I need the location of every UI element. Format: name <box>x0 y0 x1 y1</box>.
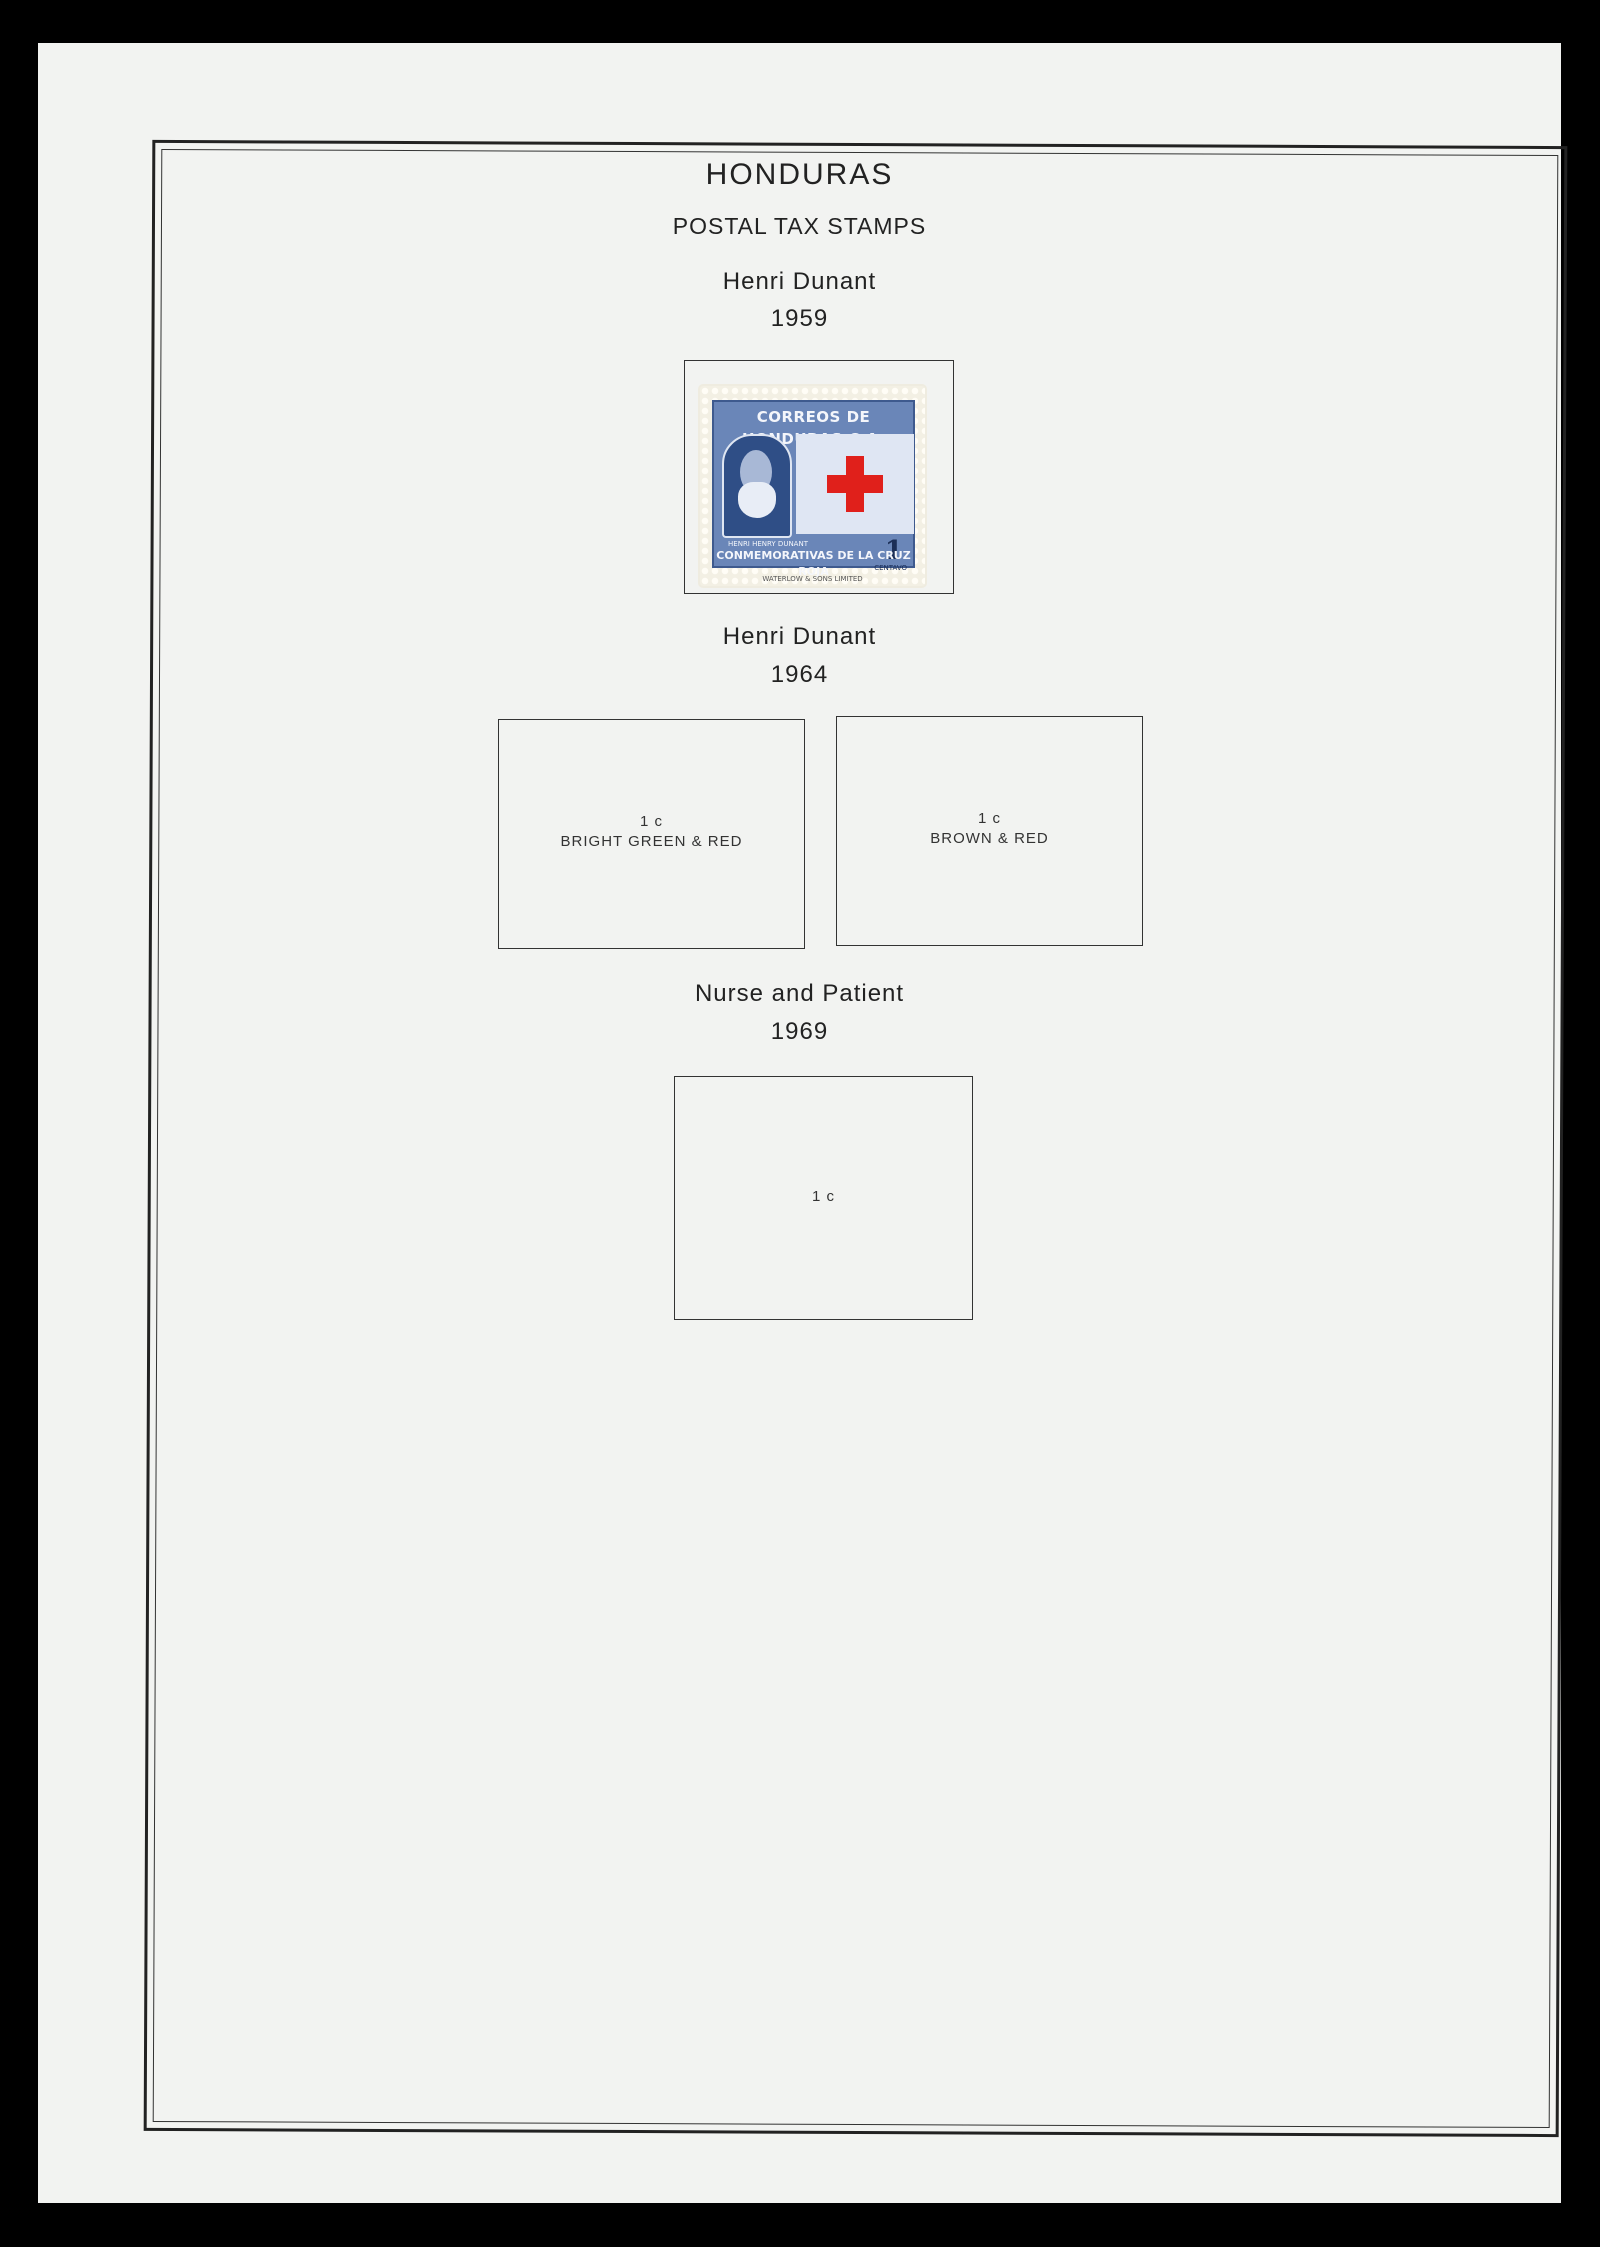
album-page: HONDURAS POSTAL TAX STAMPS Henri Dunant … <box>38 43 1568 2203</box>
red-cross-panel <box>796 434 914 534</box>
section-heading: POSTAL TAX STAMPS <box>672 213 927 239</box>
stamp-space-1964-1: 1 c BRIGHT GREEN & RED <box>498 719 805 949</box>
space-value: 1 c <box>811 1188 835 1205</box>
space-description: BROWN & RED <box>930 830 1049 847</box>
stamp-printer-text: WATERLOW & SONS LIMITED <box>762 575 863 583</box>
stamp-space-1964-2: 1 c BROWN & RED <box>836 716 1143 946</box>
issue-year-1959: 1959 <box>770 305 829 332</box>
space-value: 1 c <box>977 810 1001 827</box>
issue-year-1964: 1964 <box>770 661 829 688</box>
stamp-value: 1 <box>884 536 903 566</box>
issue-year-1969: 1969 <box>770 1018 829 1045</box>
issue-title-1959: Henri Dunant <box>722 268 877 295</box>
stamp-henri-dunant-1959: CORREOS DE HONDURAS,C.A. HENRI HENRY DUN… <box>700 386 925 586</box>
issue-title-1969: Nurse and Patient <box>694 980 905 1007</box>
stamp-space-1969: 1 c <box>674 1076 973 1320</box>
country-heading: HONDURAS <box>705 158 894 191</box>
portrait-icon <box>722 434 792 538</box>
stamp-bottom-text: CONMEMORATIVAS DE LA CRUZ ROJA <box>716 549 911 578</box>
page-border <box>143 139 1568 2138</box>
space-value: 1 c <box>639 813 663 830</box>
stamp-mount-1959: CORREOS DE HONDURAS,C.A. HENRI HENRY DUN… <box>684 360 954 594</box>
stamp-design: CORREOS DE HONDURAS,C.A. HENRI HENRY DUN… <box>712 400 915 578</box>
stamp-value-unit: CENTAVO <box>874 564 907 572</box>
space-description: BRIGHT GREEN & RED <box>560 833 743 850</box>
issue-title-1964: Henri Dunant <box>722 623 877 650</box>
stamp-ribbon-text: HENRI HENRY DUNANT <box>728 540 808 548</box>
